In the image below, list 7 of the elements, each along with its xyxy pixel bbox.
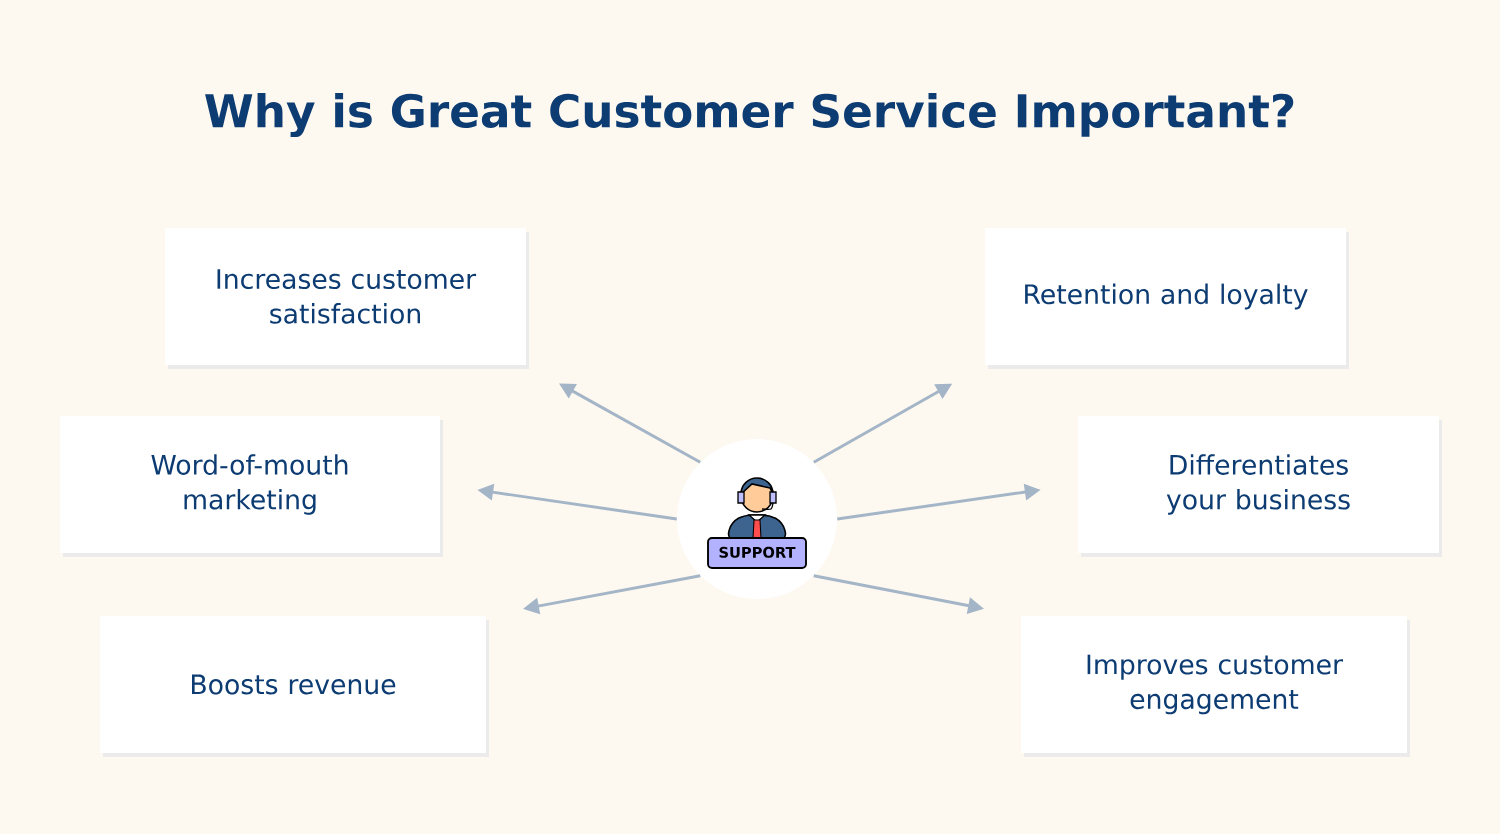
text-box: Retention and loyalty [985,228,1349,369]
title: Why is Great Customer Service Important? [205,92,1294,138]
text-box: Differentiates your business [1078,416,1442,557]
text-box: Boosts revenue [100,616,489,757]
text-box: Word-of-mouth marketing [60,416,443,557]
text-box: Improves customer engagement [1021,616,1410,757]
text-box: Increases customer satisfaction [165,228,529,369]
